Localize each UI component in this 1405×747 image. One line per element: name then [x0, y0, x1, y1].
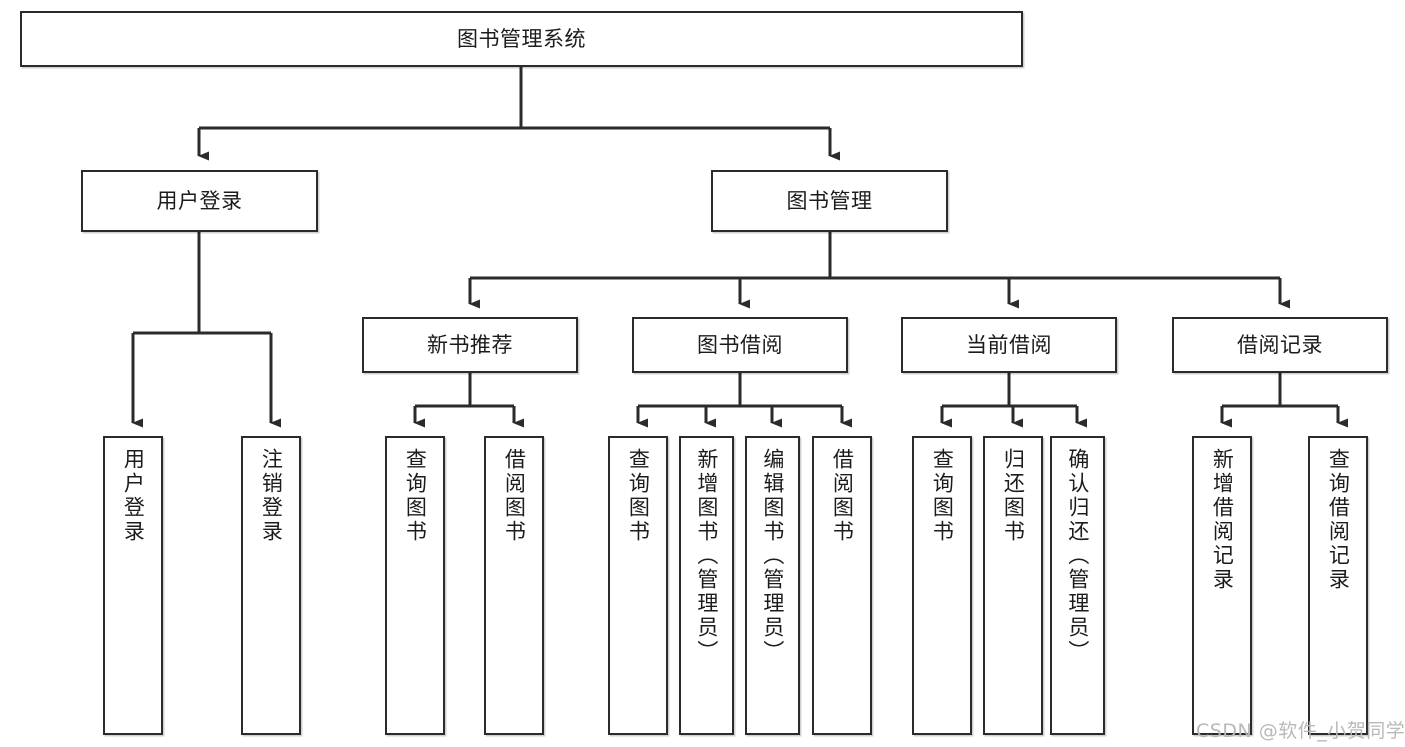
node-label: 当前借阅 [966, 332, 1052, 357]
node-label: 查询图书 [930, 448, 955, 544]
node-leaf-add-borrow-record[interactable]: 新增借阅记录 [1192, 436, 1252, 735]
node-leaf-query-book-recommend[interactable]: 查询图书 [385, 436, 445, 735]
node-leaf-query-borrow-record[interactable]: 查询借阅记录 [1308, 436, 1368, 735]
node-book-borrow[interactable]: 图书借阅 [632, 317, 848, 373]
node-leaf-query-book-borrow[interactable]: 查询图书 [608, 436, 668, 735]
node-label: 编辑图书（管理员） [760, 448, 785, 664]
node-leaf-add-book-admin[interactable]: 新增图书（管理员） [679, 436, 734, 735]
node-leaf-borrow-book[interactable]: 借阅图书 [812, 436, 872, 735]
node-label: 确认归还（管理员） [1065, 448, 1090, 664]
node-new-book-recommend[interactable]: 新书推荐 [362, 317, 578, 373]
node-label: 查询图书 [626, 448, 651, 544]
node-label: 借阅记录 [1237, 332, 1323, 357]
node-label: 新书推荐 [427, 332, 513, 357]
node-book-management[interactable]: 图书管理 [711, 170, 948, 232]
node-label: 归还图书 [1001, 448, 1026, 544]
watermark-csdn: CSDN @软件_小贺同学 [1196, 720, 1405, 742]
node-root-system[interactable]: 图书管理系统 [20, 11, 1023, 67]
node-label: 用户登录 [121, 448, 146, 544]
node-label: 用户登录 [156, 188, 243, 213]
node-leaf-return-book[interactable]: 归还图书 [983, 436, 1043, 735]
node-label: 图书管理 [786, 188, 873, 213]
node-label: 注销登录 [259, 448, 284, 544]
node-leaf-borrow-book-recommend[interactable]: 借阅图书 [484, 436, 544, 735]
node-label: 图书借阅 [697, 332, 783, 357]
node-leaf-confirm-return-admin[interactable]: 确认归还（管理员） [1050, 436, 1105, 735]
node-label: 借阅图书 [830, 448, 855, 544]
node-label: 查询图书 [403, 448, 428, 544]
node-borrow-record[interactable]: 借阅记录 [1172, 317, 1388, 373]
node-leaf-edit-book-admin[interactable]: 编辑图书（管理员） [745, 436, 800, 735]
node-label: 查询借阅记录 [1326, 448, 1351, 592]
node-leaf-logout-login[interactable]: 注销登录 [241, 436, 301, 735]
node-leaf-user-login[interactable]: 用户登录 [103, 436, 163, 735]
node-label: 借阅图书 [502, 448, 527, 544]
node-current-borrow[interactable]: 当前借阅 [901, 317, 1117, 373]
node-label: 图书管理系统 [457, 26, 586, 51]
node-label: 新增借阅记录 [1210, 448, 1235, 592]
node-user-login[interactable]: 用户登录 [81, 170, 318, 232]
node-leaf-query-book-current[interactable]: 查询图书 [912, 436, 972, 735]
node-label: 新增图书（管理员） [694, 448, 719, 664]
